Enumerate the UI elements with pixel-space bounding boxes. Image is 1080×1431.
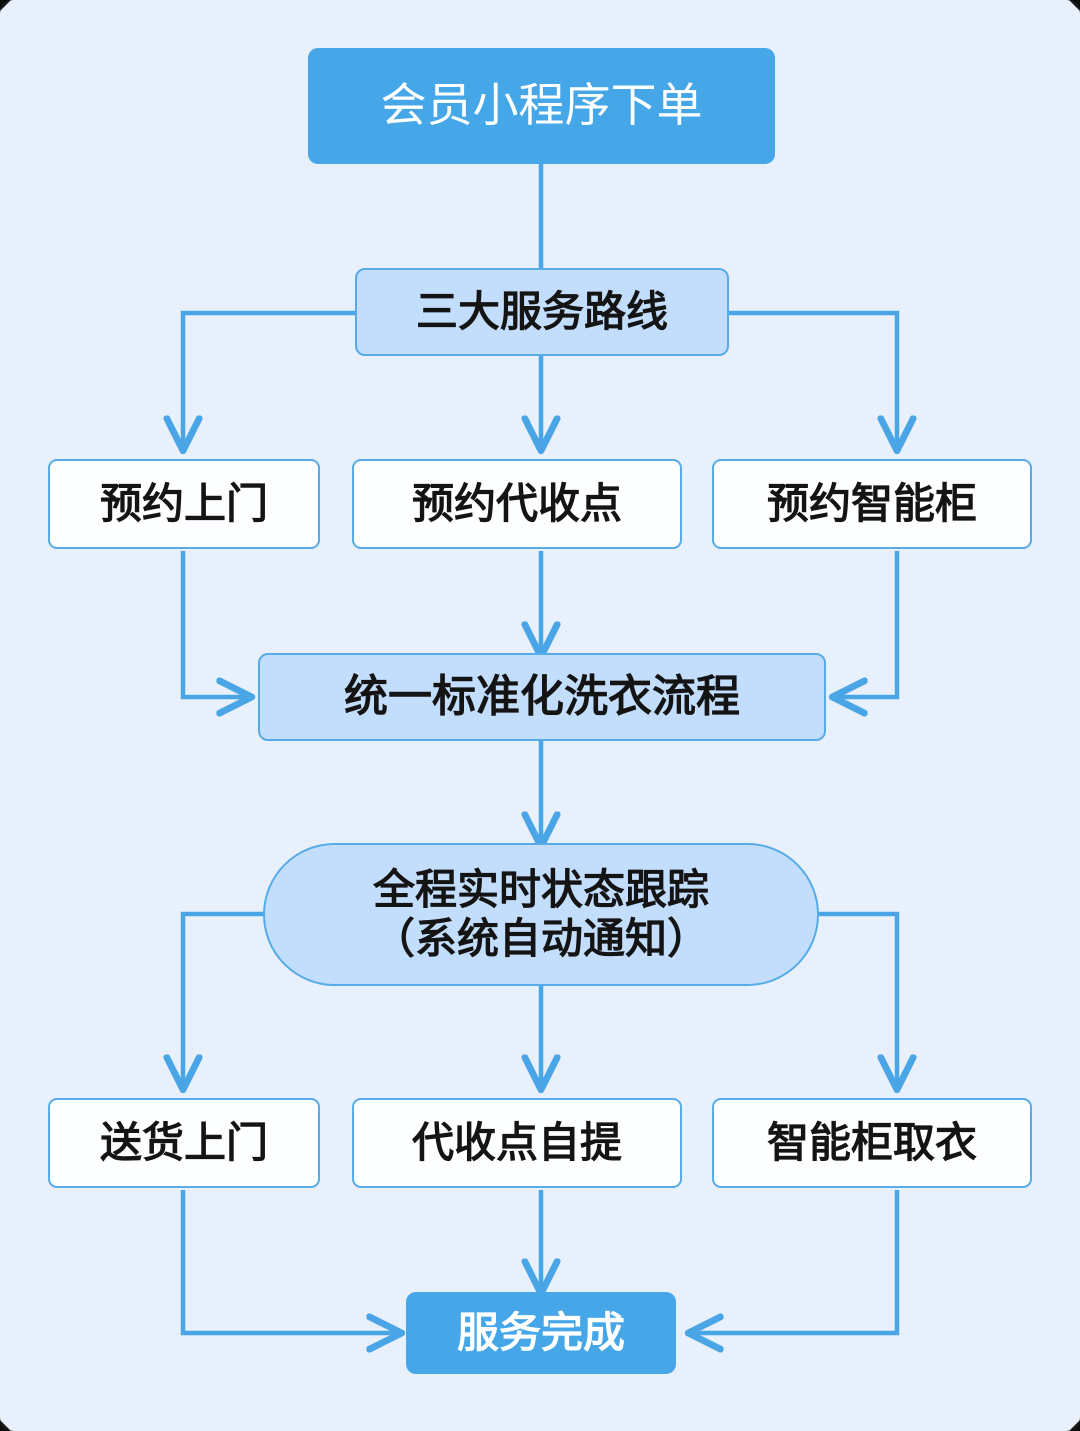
edge-deliver-locker-to-done	[690, 1190, 900, 1333]
edge-pickup-home-to-wash	[180, 551, 250, 697]
corner-notch-bottom-left	[0, 1420, 11, 1431]
node-pickup-point-label: 预约代收点	[411, 479, 622, 527]
node-pickup-locker-label: 预约智能柜	[766, 479, 977, 527]
node-deliver-point[interactable]: 代收点自提	[352, 1098, 682, 1188]
edge-pickup-locker-to-wash	[834, 551, 900, 697]
node-order-entry[interactable]: 会员小程序下单	[308, 48, 775, 164]
edge-routes-to-pickup-locker	[727, 310, 897, 449]
corner-notch-top-right	[1069, 0, 1080, 11]
node-routes[interactable]: 三大服务路线	[355, 268, 729, 356]
node-deliver-point-label: 代收点自提	[411, 1118, 622, 1166]
node-tracking[interactable]: 全程实时状态跟踪 （系统自动通知）	[263, 843, 819, 986]
node-deliver-locker-label: 智能柜取衣	[766, 1118, 977, 1166]
node-wash-process[interactable]: 统一标准化洗衣流程	[258, 653, 826, 741]
node-pickup-home[interactable]: 预约上门	[48, 459, 320, 549]
node-deliver-home-label: 送货上门	[99, 1118, 268, 1166]
node-done-label: 服务完成	[456, 1308, 625, 1356]
node-routes-label: 三大服务路线	[415, 287, 668, 335]
node-pickup-home-label: 预约上门	[99, 479, 268, 527]
node-tracking-label: 全程实时状态跟踪 （系统自动通知）	[372, 865, 709, 962]
node-deliver-locker[interactable]: 智能柜取衣	[712, 1098, 1032, 1188]
corner-notch-bottom-right	[1069, 1420, 1080, 1431]
edge-routes-to-pickup-home	[183, 310, 357, 449]
node-done[interactable]: 服务完成	[406, 1292, 676, 1374]
node-pickup-locker[interactable]: 预约智能柜	[712, 459, 1032, 549]
corner-notch-top-left	[0, 0, 11, 11]
edge-deliver-home-to-done	[180, 1190, 400, 1333]
node-wash-process-label: 统一标准化洗衣流程	[344, 672, 740, 722]
node-pickup-point[interactable]: 预约代收点	[352, 459, 682, 549]
node-order-entry-label: 会员小程序下单	[380, 79, 703, 132]
node-deliver-home[interactable]: 送货上门	[48, 1098, 320, 1188]
